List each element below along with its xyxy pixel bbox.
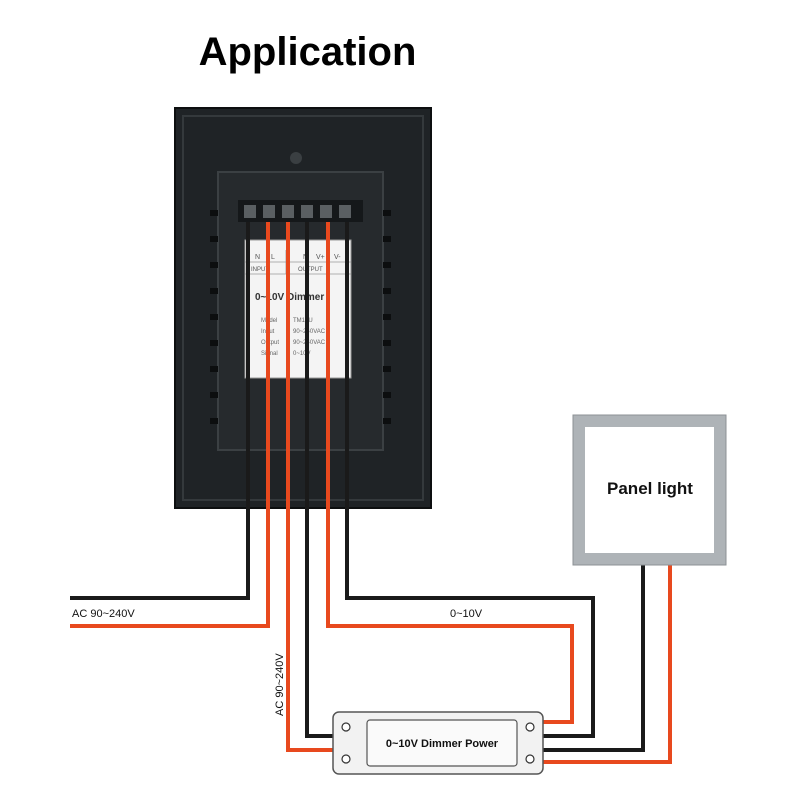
plate-inner-frame <box>182 115 424 501</box>
wire-out-line <box>286 222 335 752</box>
terminal-label-vminus: V- <box>334 254 341 261</box>
terminal-label-n1: N <box>255 254 260 261</box>
power-supply-label: 0~10V Dimmer Power <box>386 738 499 750</box>
wire-ac-line <box>70 222 270 628</box>
mounting-hole <box>290 152 302 164</box>
ac-input-label: AC 90~240V <box>72 608 135 620</box>
wire-light-red <box>540 565 672 764</box>
ventilation-slots <box>210 210 391 424</box>
terminal-label-vplus: V+ <box>316 254 325 261</box>
diagram-title: Application <box>198 30 417 74</box>
panel-light: Panel light <box>572 414 727 566</box>
ac-vertical-label: AC 90~240V <box>274 653 286 716</box>
signal-label: 0~10V <box>450 608 483 620</box>
spec-value-signal: 0~10V <box>293 351 311 357</box>
wire-light-black <box>540 565 645 752</box>
terminal-label-l: L <box>271 254 275 261</box>
input-label: INPUT <box>251 267 269 273</box>
wire-signal-minus <box>345 222 595 738</box>
wires <box>70 222 672 764</box>
wire-ac-neutral <box>70 222 250 600</box>
wire-signal-plus <box>326 222 574 724</box>
spec-key-output: Output <box>261 340 279 346</box>
dimmer-device: N L N V+ V- INPUT OUTPUT 0~10V Dimmer Mo… <box>174 107 432 509</box>
panel-light-label: Panel light <box>607 479 693 498</box>
output-label: OUTPUT <box>298 267 323 273</box>
terminal-block <box>238 200 363 222</box>
spec-value-input: 90~240VAC <box>293 329 326 335</box>
spec-value-output: 90~240VAC <box>293 340 326 346</box>
wire-out-neutral <box>305 222 335 738</box>
spec-label: N L N V+ V- INPUT OUTPUT 0~10V Dimmer Mo… <box>244 239 352 379</box>
spec-value-model: TM10U <box>293 318 313 324</box>
dimmer-power-supply: 0~10V Dimmer Power <box>332 711 544 775</box>
